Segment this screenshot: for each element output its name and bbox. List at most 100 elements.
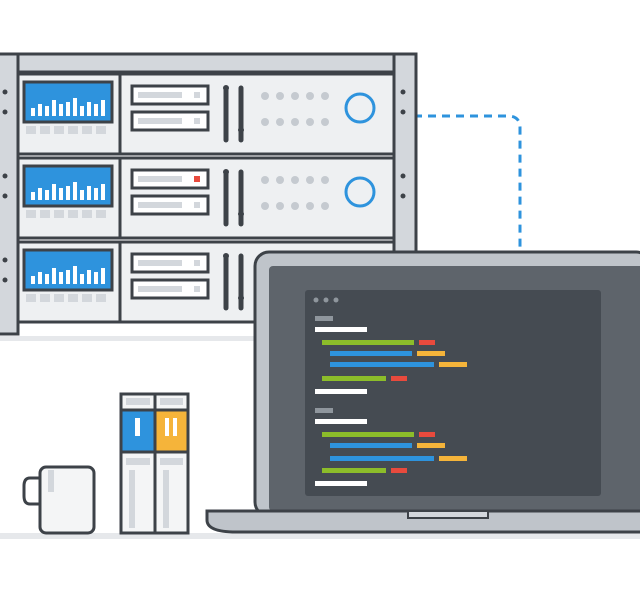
display-bar	[73, 266, 77, 284]
indicator-block	[26, 294, 36, 302]
display-bar	[31, 276, 35, 284]
code-token	[315, 408, 333, 413]
display-bar	[73, 182, 77, 200]
indicator-block	[68, 126, 78, 134]
rack-screw	[400, 109, 406, 115]
display-bar	[66, 186, 70, 200]
indicator-block	[96, 210, 106, 218]
power-button-icon	[344, 176, 376, 208]
slider-knob	[238, 127, 244, 133]
slider-knob	[223, 169, 229, 175]
rack-top-cap	[16, 52, 396, 74]
display-bar	[59, 188, 63, 200]
display-bar	[45, 190, 49, 200]
slider-knob	[238, 211, 244, 217]
drive-bay-led	[194, 202, 200, 208]
status-led	[291, 176, 299, 184]
indicator-block	[68, 210, 78, 218]
status-led	[276, 202, 284, 210]
rack-shadow	[0, 336, 255, 341]
binder-orange	[153, 392, 190, 535]
laptop-icon	[205, 250, 640, 534]
display-bar	[31, 108, 35, 116]
drive-bay-label	[138, 202, 182, 208]
rack-screw	[400, 193, 406, 199]
display-bar	[87, 186, 91, 200]
status-led	[321, 92, 329, 100]
rack-screw	[2, 193, 8, 199]
display-bar	[45, 274, 49, 284]
code-token	[322, 376, 386, 381]
status-led	[291, 92, 299, 100]
drive-bay-label	[138, 92, 182, 98]
code-token	[330, 443, 412, 448]
code-token	[417, 443, 445, 448]
drive-bay-label	[138, 118, 182, 124]
drive-bay-label	[138, 176, 182, 182]
display-bar	[59, 272, 63, 284]
status-led	[276, 176, 284, 184]
power-button-icon	[344, 92, 376, 124]
display-bar	[80, 106, 84, 116]
indicator-block	[40, 126, 50, 134]
server-rack-icon	[0, 52, 418, 336]
code-token	[391, 376, 407, 381]
display-bar	[38, 272, 42, 284]
rack-screw	[2, 277, 8, 283]
display-bar	[52, 268, 56, 284]
indicator-block	[68, 294, 78, 302]
server-unit	[2, 72, 406, 156]
network-cable-icon	[414, 114, 522, 250]
mug-handle	[22, 476, 42, 506]
code-token	[315, 316, 333, 321]
display-bar	[45, 106, 49, 116]
code-lines	[315, 316, 467, 486]
display-bar	[38, 104, 42, 116]
rack-rail-left	[0, 52, 20, 336]
slider-knob	[223, 85, 229, 91]
display-bar	[80, 274, 84, 284]
status-led	[306, 176, 314, 184]
drive-bay-label	[138, 286, 182, 292]
rack-screw	[2, 257, 8, 263]
rack-screw	[2, 109, 8, 115]
display-bar	[94, 188, 98, 200]
display-bar	[38, 188, 42, 200]
display-bar	[66, 102, 70, 116]
code-token	[417, 351, 445, 356]
status-led	[306, 202, 314, 210]
display-bar	[80, 190, 84, 200]
slider-knob	[238, 295, 244, 301]
indicator-block	[96, 294, 106, 302]
code-token	[419, 340, 435, 345]
display-bar	[101, 268, 105, 284]
status-led	[291, 202, 299, 210]
status-led	[306, 118, 314, 126]
indicator-block	[96, 126, 106, 134]
indicator-block	[26, 210, 36, 218]
server-unit	[2, 156, 406, 240]
code-token	[330, 362, 434, 367]
display-bar	[101, 100, 105, 116]
display-bar	[87, 270, 91, 284]
status-led	[261, 118, 269, 126]
display-bar	[66, 270, 70, 284]
indicator-block	[82, 210, 92, 218]
code-token	[315, 419, 367, 424]
code-token	[439, 362, 467, 367]
indicator-block	[54, 126, 64, 134]
status-led	[306, 92, 314, 100]
coffee-mug-icon	[22, 465, 96, 535]
binder-blue	[119, 392, 157, 535]
drive-bay-led	[194, 92, 200, 98]
code-token	[315, 481, 367, 486]
rack-screw	[400, 89, 406, 95]
code-token	[322, 340, 414, 345]
binder-icon	[119, 392, 190, 535]
trackpad-notch	[407, 510, 489, 519]
display-bar	[59, 104, 63, 116]
window-dots	[313, 297, 339, 303]
status-led	[291, 118, 299, 126]
code-token	[322, 432, 414, 437]
